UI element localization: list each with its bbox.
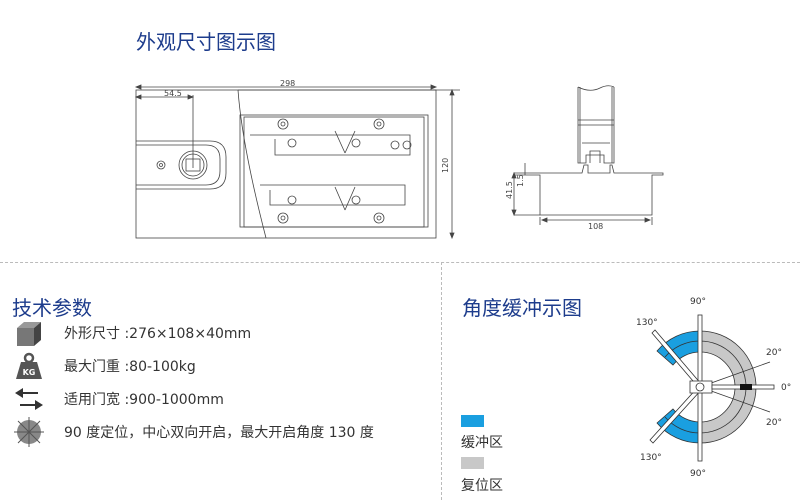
legend-swatch-reset bbox=[461, 457, 484, 469]
legend-swatch-buffer bbox=[461, 415, 484, 427]
specs-title: 技术参数 bbox=[12, 296, 92, 320]
offset-label: 54.5 bbox=[164, 89, 182, 98]
double-arrow-icon bbox=[14, 384, 44, 414]
spec-text: 适用门宽 :900-1000mm bbox=[64, 392, 224, 408]
top-view-drawing: 298 54.5 120 bbox=[134, 79, 460, 240]
label-130-lower: 130° bbox=[640, 453, 662, 463]
flange-label: 1.5 bbox=[516, 174, 525, 187]
weight-kg-icon: KG bbox=[14, 351, 44, 381]
drawing-title: 外观尺寸图示图 bbox=[136, 30, 276, 54]
horizontal-divider bbox=[0, 262, 800, 263]
legend-label-reset: 复位区 bbox=[461, 478, 503, 494]
label-0: 0° bbox=[781, 383, 791, 393]
spec-text: 外形尺寸 :276×108×40mm bbox=[64, 326, 252, 342]
spec-text: 90 度定位，中心双向开启，最大开启角度 130 度 bbox=[64, 425, 374, 441]
angle-title: 角度缓冲示图 bbox=[462, 296, 582, 320]
height-label: 120 bbox=[441, 158, 450, 173]
spec-text: 最大门重 :80-100kg bbox=[64, 359, 196, 375]
legend-label-buffer: 缓冲区 bbox=[461, 435, 503, 451]
side-width-label: 108 bbox=[588, 222, 603, 231]
spec-item-weight: KG 最大门重 :80-100kg bbox=[14, 351, 196, 381]
spec-item-size: 外形尺寸 :276×108×40mm bbox=[14, 318, 251, 348]
width-label: 298 bbox=[280, 79, 295, 88]
label-90-top: 90° bbox=[690, 297, 706, 307]
cube-icon bbox=[14, 318, 44, 348]
label-90-bottom: 90° bbox=[690, 469, 706, 479]
closer-arm bbox=[740, 384, 752, 390]
spec-item-positioning: 90 度定位，中心双向开启，最大开启角度 130 度 bbox=[14, 417, 374, 447]
label-130-upper: 130° bbox=[636, 318, 658, 328]
buffer-zone-upper bbox=[656, 330, 701, 366]
svg-text:KG: KG bbox=[23, 368, 36, 377]
label-20-upper: 20° bbox=[766, 348, 782, 358]
side-height-label: 41.5 bbox=[505, 181, 514, 199]
angle-diagram: 90° 90° 130° 130° 20° 20° 0° bbox=[636, 297, 791, 479]
vertical-divider bbox=[441, 262, 442, 500]
wheel-icon bbox=[14, 417, 44, 447]
side-view-drawing: 41.5 1.5 108 bbox=[505, 85, 664, 231]
label-20-lower: 20° bbox=[766, 418, 782, 428]
reset-zone bbox=[699, 330, 757, 444]
buffer-zone-lower bbox=[656, 408, 701, 444]
spec-item-door-width: 适用门宽 :900-1000mm bbox=[14, 384, 224, 414]
